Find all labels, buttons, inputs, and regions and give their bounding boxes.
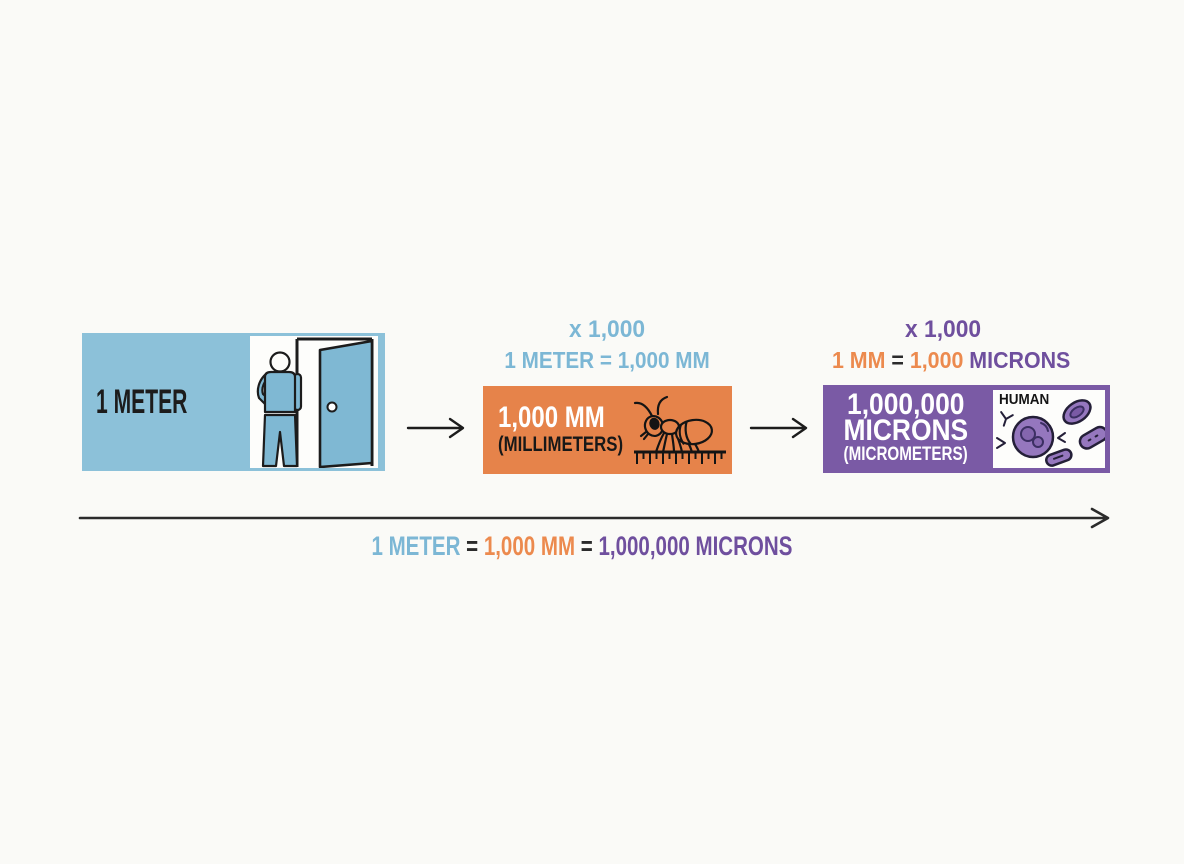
bacterium-icon: [1078, 425, 1105, 450]
ant-mandible-icon: [639, 430, 650, 441]
antibody-icon: [1057, 432, 1066, 443]
micron-equation-label: 1 MM = 1,000 MICRONS: [831, 347, 1071, 373]
mm-box-sublabel: (MILLIMETERS): [498, 433, 624, 456]
person-at-door-icon: [256, 337, 374, 469]
human-cells-icon: [996, 399, 1105, 467]
mm-factor-label: x 1,000: [569, 316, 646, 343]
right-arrow-icon: [749, 417, 808, 439]
ant-on-ruler-icon: [633, 395, 726, 464]
door-icon: [318, 339, 374, 469]
ruler-icon: [634, 450, 726, 464]
mm-box-label: 1,000 MM: [498, 401, 605, 434]
ant-antenna-icon: [633, 401, 654, 418]
micron-conversion-captions: x 1,000 1 MM = 1,000 MICRONS: [823, 315, 1071, 375]
ant-illustration: [630, 394, 730, 472]
person-icon: [256, 351, 303, 468]
bacterium-icon: [1045, 448, 1073, 467]
human-panel-title: HUMAN: [999, 391, 1050, 408]
footer-equation: 1 METER = 1,000 MM = 1,000,000 MICRONS: [371, 531, 793, 561]
ant-eye-icon: [649, 417, 660, 430]
micron-box-sublabel: (MICROMETERS): [843, 444, 968, 465]
person-head-icon: [269, 351, 291, 373]
person-torso-icon: [263, 370, 297, 414]
micron-box: 1,000,000 MICRONS (MICROMETERS) HUMAN: [823, 385, 1110, 473]
scale-axis-arrow-icon: [78, 507, 1110, 529]
micron-box-labels: 1,000,000 MICRONS (MICROMETERS): [823, 385, 988, 473]
person-legs-icon: [261, 413, 299, 468]
micron-box-label-number: 1,000,000: [846, 388, 965, 421]
human-cells-panel: HUMAN: [988, 385, 1110, 473]
red-blood-cell-icon: [1062, 399, 1092, 425]
micron-box-label-unit: MICRONS: [843, 414, 968, 447]
cell-icon: [1011, 415, 1055, 459]
meter-box-label: 1 METER: [96, 382, 188, 421]
mm-conversion-captions: x 1,000 1 METER = 1,000 MM: [483, 315, 732, 375]
person-door-panel: [250, 336, 378, 469]
meter-box: 1 METER: [82, 333, 385, 471]
ant-legs-icon: [654, 427, 701, 454]
mm-box: 1,000 MM (MILLIMETERS): [483, 386, 732, 474]
right-arrow-icon: [406, 417, 465, 439]
micron-factor-label: x 1,000: [904, 316, 982, 343]
mm-equation-label: 1 METER = 1,000 MM: [504, 347, 711, 373]
mm-box-labels: 1,000 MM (MILLIMETERS): [498, 386, 654, 474]
ant-antenna-icon: [656, 395, 669, 416]
antibody-icon: [1000, 411, 1014, 427]
door-knob-icon: [326, 401, 338, 413]
antibody-icon: [996, 437, 1006, 449]
